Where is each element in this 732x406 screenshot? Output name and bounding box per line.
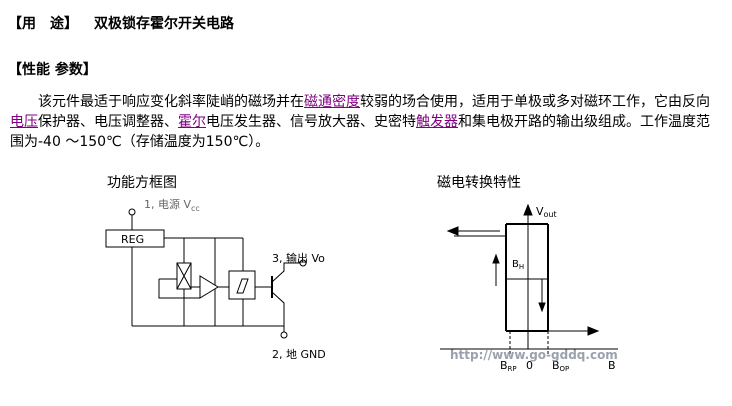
- caption-functional-block: 功能方框图: [107, 175, 177, 191]
- title-label: 【用 途】: [8, 16, 78, 32]
- link-hall[interactable]: 霍尔: [178, 114, 206, 130]
- pin2-label: 2, 地 GND: [272, 348, 326, 361]
- para-text-5: 和集电极开路的输出级组成。工作温度范围为-40 ～150℃（存储温度为150℃）…: [10, 114, 710, 150]
- reg-label: REG: [121, 233, 144, 246]
- pin1-label: 1, 电源 Vcc: [144, 197, 200, 213]
- schmitt-trigger-block: [228, 270, 256, 300]
- title-row: 【用 途】双极锁存霍尔开关电路: [8, 13, 234, 33]
- bh-label: BH: [512, 259, 524, 271]
- pin1-terminal: [128, 208, 136, 216]
- transfer-characteristic-diagram: Vout BH BRP 0 BOP B http://www.go-gddq.c…: [440, 203, 618, 373]
- x-axis-label: B: [608, 359, 616, 372]
- para-text-3: 保护器、电压调整器、: [38, 114, 178, 130]
- link-voltage[interactable]: 电压: [10, 114, 38, 130]
- para-text-2: 较弱的场合使用，适用于单极或多对磁环工作，它由反向: [360, 94, 710, 110]
- watermark: http://www.go-gddq.com: [450, 348, 618, 362]
- pin2-terminal: [280, 331, 288, 339]
- bop-label: BOP: [552, 359, 569, 373]
- para-text-4: 电压发生器、信号放大器、史密特: [206, 114, 416, 130]
- link-flux-density[interactable]: 磁通密度: [304, 94, 360, 110]
- para-text-1: 该元件最适于响应变化斜率陡峭的磁场并在: [38, 94, 304, 110]
- schmitt-trigger-symbol: [236, 278, 249, 294]
- origin-label: 0: [526, 359, 533, 372]
- caption-transfer-characteristic: 磁电转换特性: [437, 175, 521, 191]
- functional-block-diagram: 1, 电源 Vcc REG 3, 输出 Vo 2, 地 GND: [105, 197, 326, 361]
- section-heading: 【性能 参数】: [8, 62, 97, 78]
- title-text: 双极锁存霍尔开关电路: [94, 16, 234, 32]
- pin3-label: 3, 输出 Vo: [272, 251, 325, 265]
- description-paragraph: 该元件最适于响应变化斜率陡峭的磁场并在磁通密度较弱的场合使用，适用于单极或多对磁…: [10, 92, 722, 152]
- y-axis-label: Vout: [536, 205, 557, 219]
- brp-label: BRP: [500, 359, 517, 373]
- pin3-terminal: [299, 259, 307, 267]
- link-trigger[interactable]: 触发器: [416, 114, 458, 130]
